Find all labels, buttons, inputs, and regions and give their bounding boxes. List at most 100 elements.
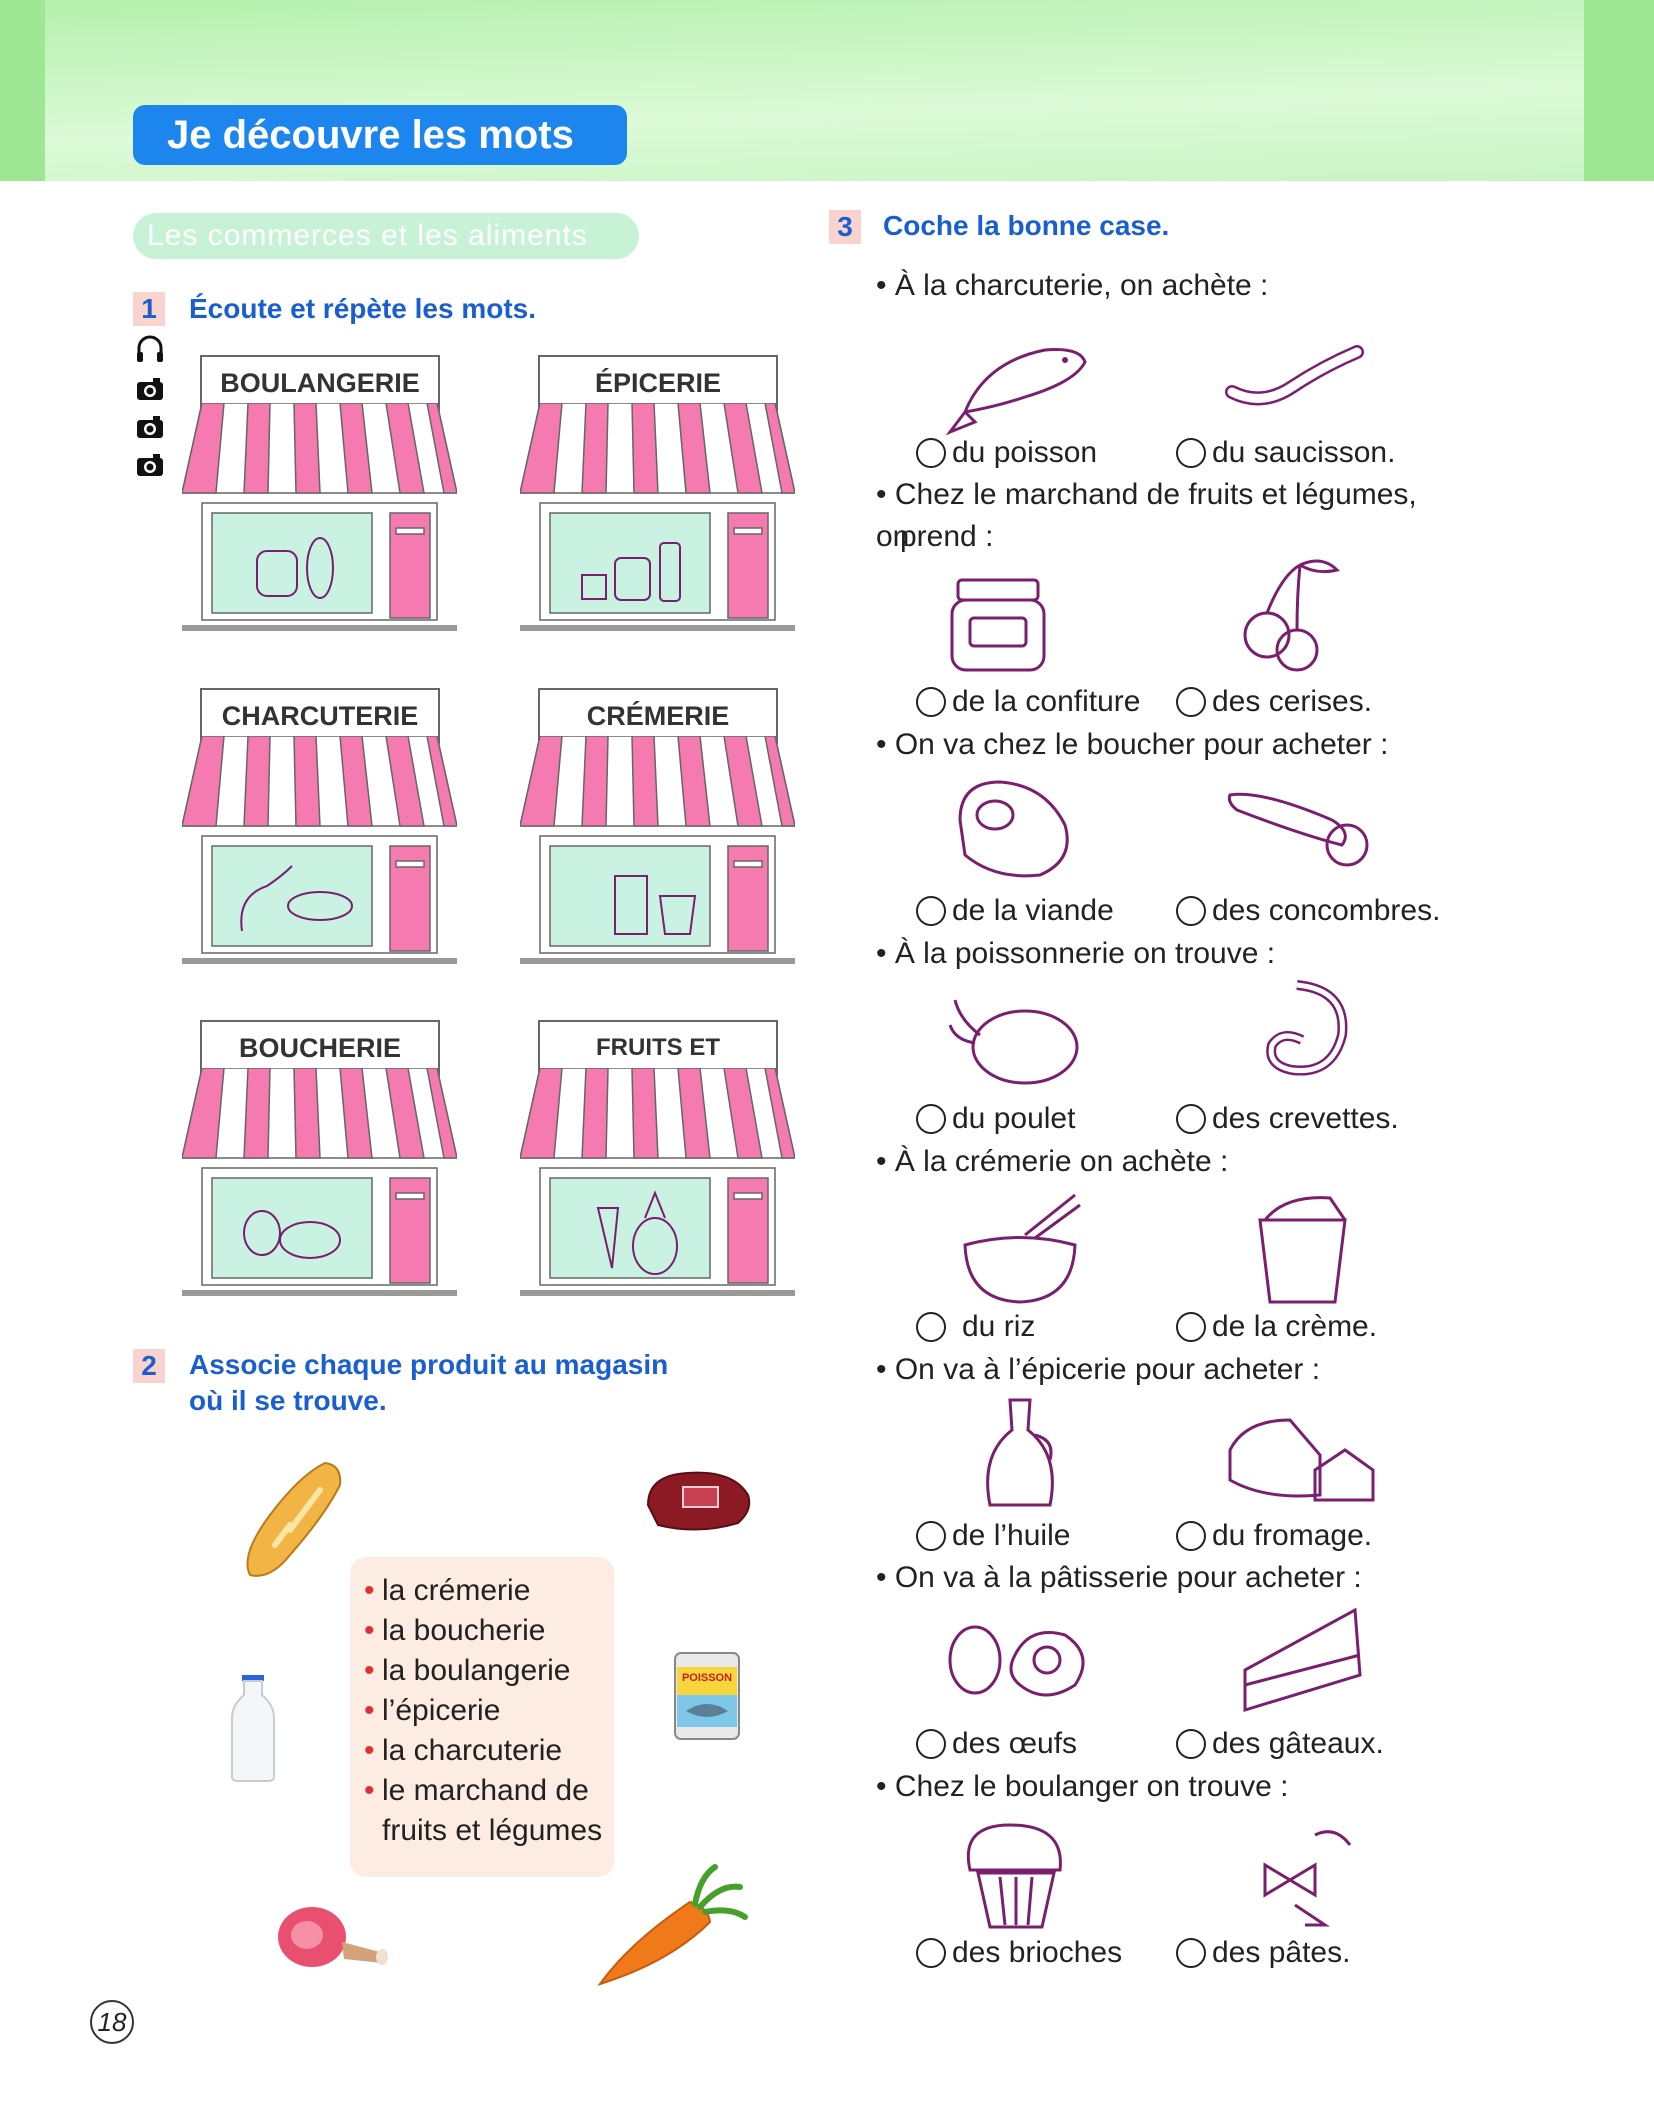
option-label: du saucisson. xyxy=(1212,436,1396,469)
option-label: des brioches xyxy=(952,1936,1123,1969)
list-item: la crémerie xyxy=(364,1571,614,1611)
list-item: l’épicerie xyxy=(364,1691,614,1731)
list-item: la boucherie xyxy=(364,1611,614,1651)
question-1: • À la charcuterie, on achète : xyxy=(876,269,1269,302)
option-2a[interactable]: de la confiture xyxy=(916,684,1140,720)
page-title: Je découvre les mots xyxy=(133,105,627,165)
option-label: du fromage. xyxy=(1212,1519,1373,1552)
fish-can-label: POISSON xyxy=(681,1672,733,1684)
option-6a[interactable]: de l’huile xyxy=(916,1518,1070,1554)
ex2-instruction-line2: où il se trouve. xyxy=(189,1385,387,1416)
fish-can-image[interactable] xyxy=(672,1645,742,1745)
milk-bottle-image[interactable] xyxy=(228,1673,278,1783)
shop-charcuterie: CHARCUTERIE xyxy=(182,688,457,973)
list-item: le marchand de xyxy=(364,1771,614,1811)
cake-slice-icon xyxy=(1243,1607,1362,1713)
page-number: 18 xyxy=(90,2000,134,2044)
camera-icon[interactable] xyxy=(135,450,165,480)
rice-bowl-icon xyxy=(963,1193,1081,1304)
ham-image[interactable] xyxy=(272,1897,392,1977)
ex1-number: 1 xyxy=(133,292,165,326)
option-label: des crevettes. xyxy=(1212,1102,1399,1135)
shop-sign: BOUCHERIE xyxy=(200,1020,440,1076)
option-5a[interactable]: du riz xyxy=(916,1309,1035,1345)
shop-front xyxy=(520,736,795,964)
headphones-icon[interactable] xyxy=(135,334,165,364)
checkbox-circle[interactable] xyxy=(1176,1104,1206,1134)
checkbox-circle[interactable] xyxy=(1176,438,1206,468)
option-8b[interactable]: des pâtes. xyxy=(1176,1935,1350,1971)
checkbox-circle[interactable] xyxy=(1176,687,1206,717)
shop-list-box: la crémerie la boucherie la boulangerie … xyxy=(350,1557,614,1877)
option-label: du poisson xyxy=(952,436,1098,469)
cucumber-icon xyxy=(1227,792,1369,867)
option-label: des cerises. xyxy=(1212,685,1373,718)
pasta-icon xyxy=(1263,1830,1352,1927)
list-item: la boulangerie xyxy=(364,1651,614,1691)
ex3-number: 3 xyxy=(829,210,861,244)
checkbox-circle[interactable] xyxy=(1176,1312,1206,1342)
shop-front xyxy=(182,736,457,964)
checkbox-circle[interactable] xyxy=(1176,1938,1206,1968)
list-item-continued: fruits et légumes xyxy=(382,1814,603,1847)
option-8a[interactable]: des brioches xyxy=(916,1935,1122,1971)
checkbox-circle[interactable] xyxy=(916,1729,946,1759)
baguette-image[interactable] xyxy=(230,1455,350,1585)
camera-icon[interactable] xyxy=(135,374,165,404)
ex2-number: 2 xyxy=(133,1349,165,1383)
steak-image[interactable] xyxy=(638,1465,758,1540)
shop-epicerie: ÉPICERIE xyxy=(520,355,795,640)
cheese-icon xyxy=(1228,1418,1375,1502)
chicken-icon xyxy=(948,999,1079,1085)
shop-cremerie: CRÉMERIE xyxy=(520,688,795,973)
brioche-icon xyxy=(966,1823,1062,1929)
header-banner-edge-right xyxy=(1584,0,1654,181)
checkbox-circle[interactable] xyxy=(916,438,946,468)
fish-icon xyxy=(945,348,1087,436)
shop-sign: ÉPICERIE xyxy=(538,355,778,411)
jam-jar-icon xyxy=(950,578,1046,672)
option-label: de la confiture xyxy=(952,685,1141,718)
question-2-cont: prend : xyxy=(900,520,994,553)
shop-front xyxy=(182,403,457,631)
option-1b[interactable]: du saucisson. xyxy=(1176,435,1395,471)
shop-boucherie: BOUCHERIE xyxy=(182,1020,457,1305)
option-7b[interactable]: des gâteaux. xyxy=(1176,1726,1384,1762)
header-banner-edge-left xyxy=(0,0,45,181)
option-4a[interactable]: du poulet xyxy=(916,1101,1075,1137)
option-2b[interactable]: des cerises. xyxy=(1176,684,1372,720)
camera-icon[interactable] xyxy=(135,412,165,442)
shrimp-icon xyxy=(1266,980,1348,1076)
carrot-image[interactable] xyxy=(590,1862,750,1992)
option-1a[interactable]: du poisson xyxy=(916,435,1097,471)
oil-bottle-icon xyxy=(986,1398,1054,1507)
checkbox-circle[interactable] xyxy=(916,896,946,926)
shop-sign: FRUITS ET LÉGUMES xyxy=(538,1020,778,1113)
question-7: • On va à la pâtisserie pour acheter : xyxy=(876,1561,1362,1594)
checkbox-circle[interactable] xyxy=(916,1938,946,1968)
checkbox-circle[interactable] xyxy=(1176,1729,1206,1759)
option-label: du riz xyxy=(962,1310,1036,1343)
option-5b[interactable]: de la crème. xyxy=(1176,1309,1377,1345)
shop-boulangerie: BOULANGERIE xyxy=(182,355,457,640)
checkbox-circle[interactable] xyxy=(916,687,946,717)
shop-front xyxy=(182,1068,457,1296)
cherries-icon xyxy=(1243,559,1340,672)
option-label: de la viande xyxy=(952,894,1114,927)
option-3b[interactable]: des concombres. xyxy=(1176,893,1440,929)
checkbox-circle[interactable] xyxy=(916,1312,946,1342)
option-3a[interactable]: de la viande xyxy=(916,893,1114,929)
question-2: • Chez le marchand de fruits et légumes,… xyxy=(876,478,1417,553)
option-4b[interactable]: des crevettes. xyxy=(1176,1101,1399,1137)
checkbox-circle[interactable] xyxy=(916,1521,946,1551)
ex1-instruction: Écoute et répète les mots. xyxy=(189,293,537,324)
option-label: du poulet xyxy=(952,1102,1076,1135)
eggs-icon xyxy=(948,1625,1085,1697)
option-label: des concombres. xyxy=(1212,894,1441,927)
list-item: la charcuterie xyxy=(364,1731,614,1771)
checkbox-circle[interactable] xyxy=(916,1104,946,1134)
checkbox-circle[interactable] xyxy=(1176,896,1206,926)
option-7a[interactable]: des œufs xyxy=(916,1726,1077,1762)
checkbox-circle[interactable] xyxy=(1176,1521,1206,1551)
option-6b[interactable]: du fromage. xyxy=(1176,1518,1372,1554)
